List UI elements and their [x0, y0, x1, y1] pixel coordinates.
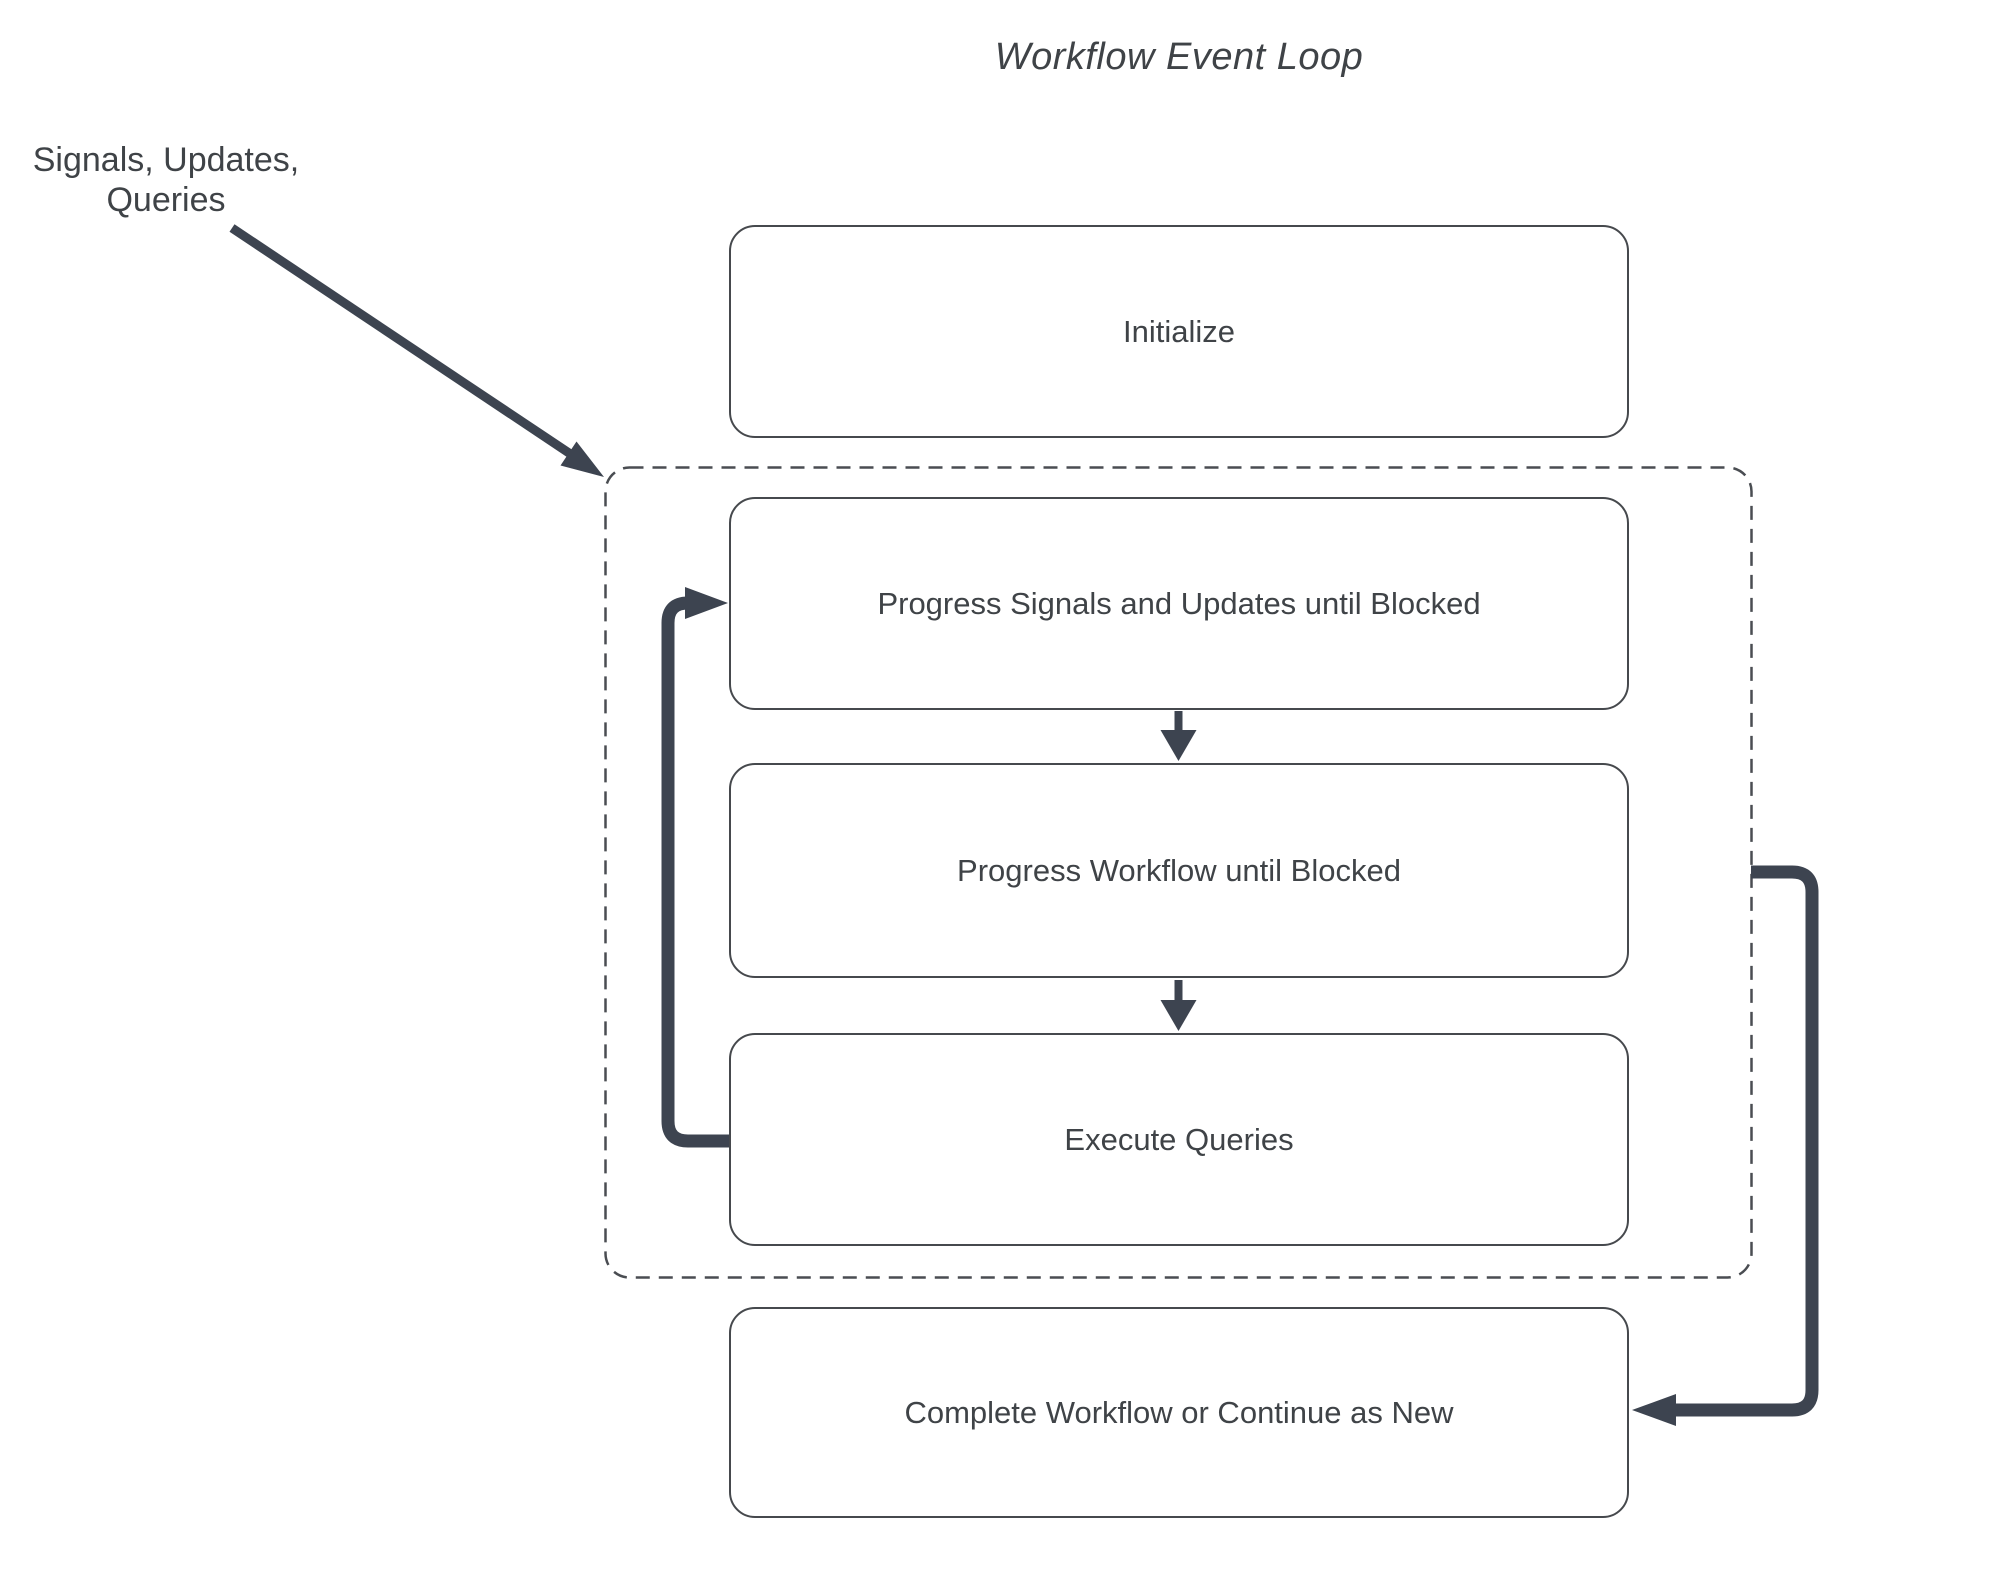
node-progress-workflow: Progress Workflow until Blocked: [729, 763, 1629, 978]
progress-signals-to-progress-workflow-arrow: [1160, 711, 1197, 761]
annotation-line: Signals, Updates,: [32, 141, 300, 179]
annotation-line: Queries: [106, 181, 226, 219]
node-label: Complete Workflow or Continue as New: [904, 1394, 1454, 1430]
event-loop-to-complete-arrow: [1632, 865, 1819, 1426]
incoming-events-arrow: [229, 224, 604, 477]
signals-updates-queries-label: Signals, Updates, Queries: [16, 140, 316, 220]
node-progress-signals: Progress Signals and Updates until Block…: [729, 497, 1629, 710]
progress-workflow-to-execute-queries-arrow: [1160, 980, 1197, 1031]
node-execute-queries: Execute Queries: [729, 1033, 1629, 1246]
node-label: Progress Signals and Updates until Block…: [877, 585, 1481, 621]
node-label: Progress Workflow until Blocked: [957, 852, 1401, 888]
node-label: Execute Queries: [1064, 1121, 1294, 1157]
diagram-title: Workflow Event Loop: [994, 36, 1364, 78]
execute-queries-to-progress-signals-loop-arrow: [661, 587, 729, 1148]
event-loop-container: [604, 466, 1753, 1279]
node-complete: Complete Workflow or Continue as New: [729, 1307, 1629, 1518]
node-initialize: Initialize: [729, 225, 1629, 438]
node-label: Initialize: [1123, 313, 1235, 349]
